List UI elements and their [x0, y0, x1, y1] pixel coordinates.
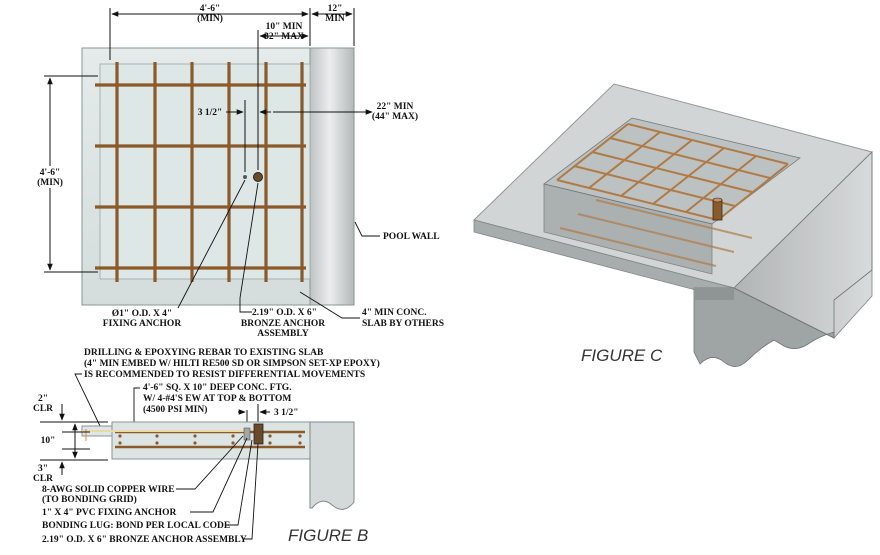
dim-side-max: (44" MAX)	[372, 111, 418, 122]
clr-bottom-label: CLR	[33, 474, 53, 484]
label-bronze-2: BRONZE ANCHOR	[241, 319, 325, 329]
dim-left-height: 4'-6"	[40, 168, 61, 178]
depth-label: 10"	[41, 436, 56, 446]
label-bronze-3: ASSEMBLY	[257, 329, 309, 339]
dim-anchor-max: 32" MAX	[264, 32, 304, 42]
clr-bottom: 3"	[38, 464, 48, 474]
dim-offset-section: 3 1/2"	[274, 408, 299, 418]
label-copper-1: 8-AWG SOLID COPPER WIRE	[42, 485, 175, 495]
bronze-anchor-plan	[253, 172, 263, 182]
dim-side-min: 22" MIN	[377, 102, 414, 112]
label-fixing-anchor-2: FIXING ANCHOR	[103, 319, 182, 329]
note-drilling-2: (4" MIN EMBED W/ HILTI RE500 SD OR SIMPS…	[84, 358, 380, 369]
label-fixing-anchor-1: Ø1" O.D. X 4"	[112, 309, 172, 319]
note-ftg-2: W/ 4-#4'S EW AT TOP & BOTTOM	[143, 394, 291, 404]
dim-top-wall-min: MIN	[325, 14, 345, 24]
dim-anchor-min: 10" MIN	[266, 22, 303, 32]
pvc-fixing-anchor-section	[243, 427, 251, 441]
clr-top-label: CLR	[33, 404, 53, 414]
figure-c-title: FIGURE C	[581, 346, 663, 365]
clr-top: 2"	[38, 394, 48, 404]
figure-b-section: DRILLING & EPOXYING REBAR TO EXISTING SL…	[33, 348, 380, 545]
dim-top-wall: 12"	[328, 4, 343, 14]
dim-top-width-min: (MIN)	[197, 13, 223, 24]
pool-wall-front-iso	[693, 287, 835, 367]
rebar-grid-iso	[556, 123, 789, 267]
pool-wall-plan	[309, 47, 355, 306]
fixing-anchor-plan	[243, 175, 247, 179]
label-bronze-section: 2.19" O.D. X 6" BRONZE ANCHOR ASSEMBLY	[42, 535, 247, 545]
dim-left-height-min: (MIN)	[37, 177, 63, 188]
label-bronze-1: 2.19" O.D. X 6"	[252, 308, 317, 318]
label-lug: BONDING LUG: BOND PER LOCAL CODE	[42, 521, 230, 531]
note-drilling-1: DRILLING & EPOXYING REBAR TO EXISTING SL…	[84, 348, 324, 358]
label-slab-1: 4" MIN CONC.	[362, 308, 427, 318]
note-drilling-3: IS RECOMMENDED TO RESIST DIFFERENTIAL MO…	[84, 370, 365, 380]
anchor-post-iso	[712, 199, 723, 221]
figure-c-isometric: FIGURE C	[473, 83, 873, 367]
footing-outline	[99, 63, 311, 280]
note-ftg-3: (4500 PSI MIN)	[143, 404, 207, 415]
footing-section	[111, 421, 311, 460]
label-pool-wall: POOL WALL	[383, 232, 440, 242]
bronze-anchor-section	[253, 423, 264, 445]
label-slab-2: SLAB BY OTHERS	[362, 319, 444, 329]
figure-b-title: FIGURE B	[288, 526, 368, 545]
label-copper-2: (TO BONDING GRID)	[42, 494, 137, 505]
pool-wall-section	[309, 421, 355, 510]
label-pvc: 1" X 4" PVC FIXING ANCHOR	[42, 508, 176, 518]
dim-offset-plan: 3 1/2"	[198, 108, 223, 118]
dim-top-width: 4'-6"	[200, 4, 221, 14]
rebar-grid-plan	[95, 62, 306, 282]
note-ftg-1: 4'-6" SQ. X 10" DEEP CONC. FTG.	[143, 383, 292, 393]
figure-a-plan: 4'-6" (MIN) 12" MIN 10" MIN 32" MAX 3 1/…	[33, 4, 444, 339]
